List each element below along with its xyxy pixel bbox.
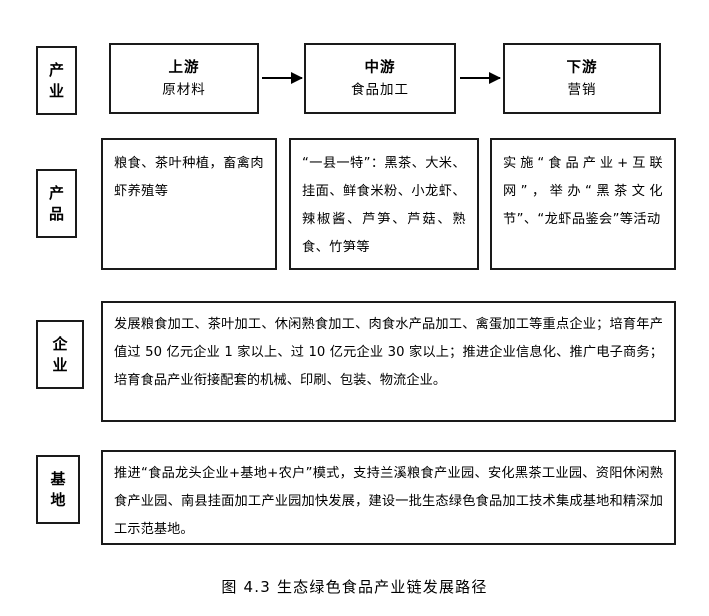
stage-box-midstream-subtitle: 食品加工	[351, 81, 409, 98]
base-content-text: 推进“食品龙头企业+基地+农户”模式，支持兰溪粮食产业园、安化黑茶工业园、资阳休…	[114, 466, 663, 537]
product-box-midstream-text: “一县一特”：黑茶、大米、挂面、鲜食米粉、小龙虾、辣椒酱、芦笋、芦菇、熟食、竹笋…	[302, 156, 466, 255]
product-box-midstream: “一县一特”：黑茶、大米、挂面、鲜食米粉、小龙虾、辣椒酱、芦笋、芦菇、熟食、竹笋…	[289, 138, 479, 270]
figure-caption-text: 图 4.3 生态绿色食品产业链发展路径	[221, 578, 488, 596]
base-content-box: 推进“食品龙头企业+基地+农户”模式，支持兰溪粮食产业园、安化黑茶工业园、资阳休…	[101, 450, 676, 545]
stage-label-base-text: 基 地	[50, 469, 66, 509]
product-box-upstream-text: 粮食、茶叶种植，畜禽肉虾养殖等	[114, 156, 264, 199]
product-box-downstream: 实施“食品产业+互联网”，举办“黑茶文化节”、“龙虾品鉴会”等活动	[490, 138, 676, 270]
enterprise-content-box: 发展粮食加工、茶叶加工、休闲熟食加工、肉食水产品加工、禽蛋加工等重点企业；培育年…	[101, 301, 676, 422]
stage-box-midstream: 中游 食品加工	[304, 43, 456, 114]
stage-box-upstream-title: 上游	[168, 59, 200, 76]
product-box-downstream-text: 实施“食品产业+互联网”，举办“黑茶文化节”、“龙虾品鉴会”等活动	[503, 156, 663, 227]
stage-label-base: 基 地	[36, 455, 80, 524]
stage-label-product: 产 品	[36, 169, 77, 238]
stage-box-downstream-title: 下游	[566, 59, 598, 76]
stage-label-enterprise: 企 业	[36, 320, 84, 389]
stage-box-upstream: 上游 原材料	[109, 43, 259, 114]
product-box-upstream: 粮食、茶叶种植，畜禽肉虾养殖等	[101, 138, 277, 270]
arrow-midstream-to-downstream	[460, 72, 501, 84]
arrow-upstream-to-midstream	[262, 72, 303, 84]
stage-box-midstream-title: 中游	[364, 59, 396, 76]
enterprise-content-text: 发展粮食加工、茶叶加工、休闲熟食加工、肉食水产品加工、禽蛋加工等重点企业；培育年…	[114, 317, 663, 388]
stage-box-downstream-subtitle: 营销	[567, 81, 597, 98]
figure-caption: 图 4.3 生态绿色食品产业链发展路径	[0, 576, 709, 597]
stage-box-upstream-subtitle: 原材料	[162, 81, 206, 98]
stage-label-product-text: 产 品	[48, 183, 64, 223]
stage-box-downstream: 下游 营销	[503, 43, 661, 114]
stage-label-enterprise-text: 企 业	[52, 334, 68, 374]
stage-label-industry: 产 业	[36, 46, 77, 115]
stage-label-industry-text: 产 业	[48, 60, 64, 100]
